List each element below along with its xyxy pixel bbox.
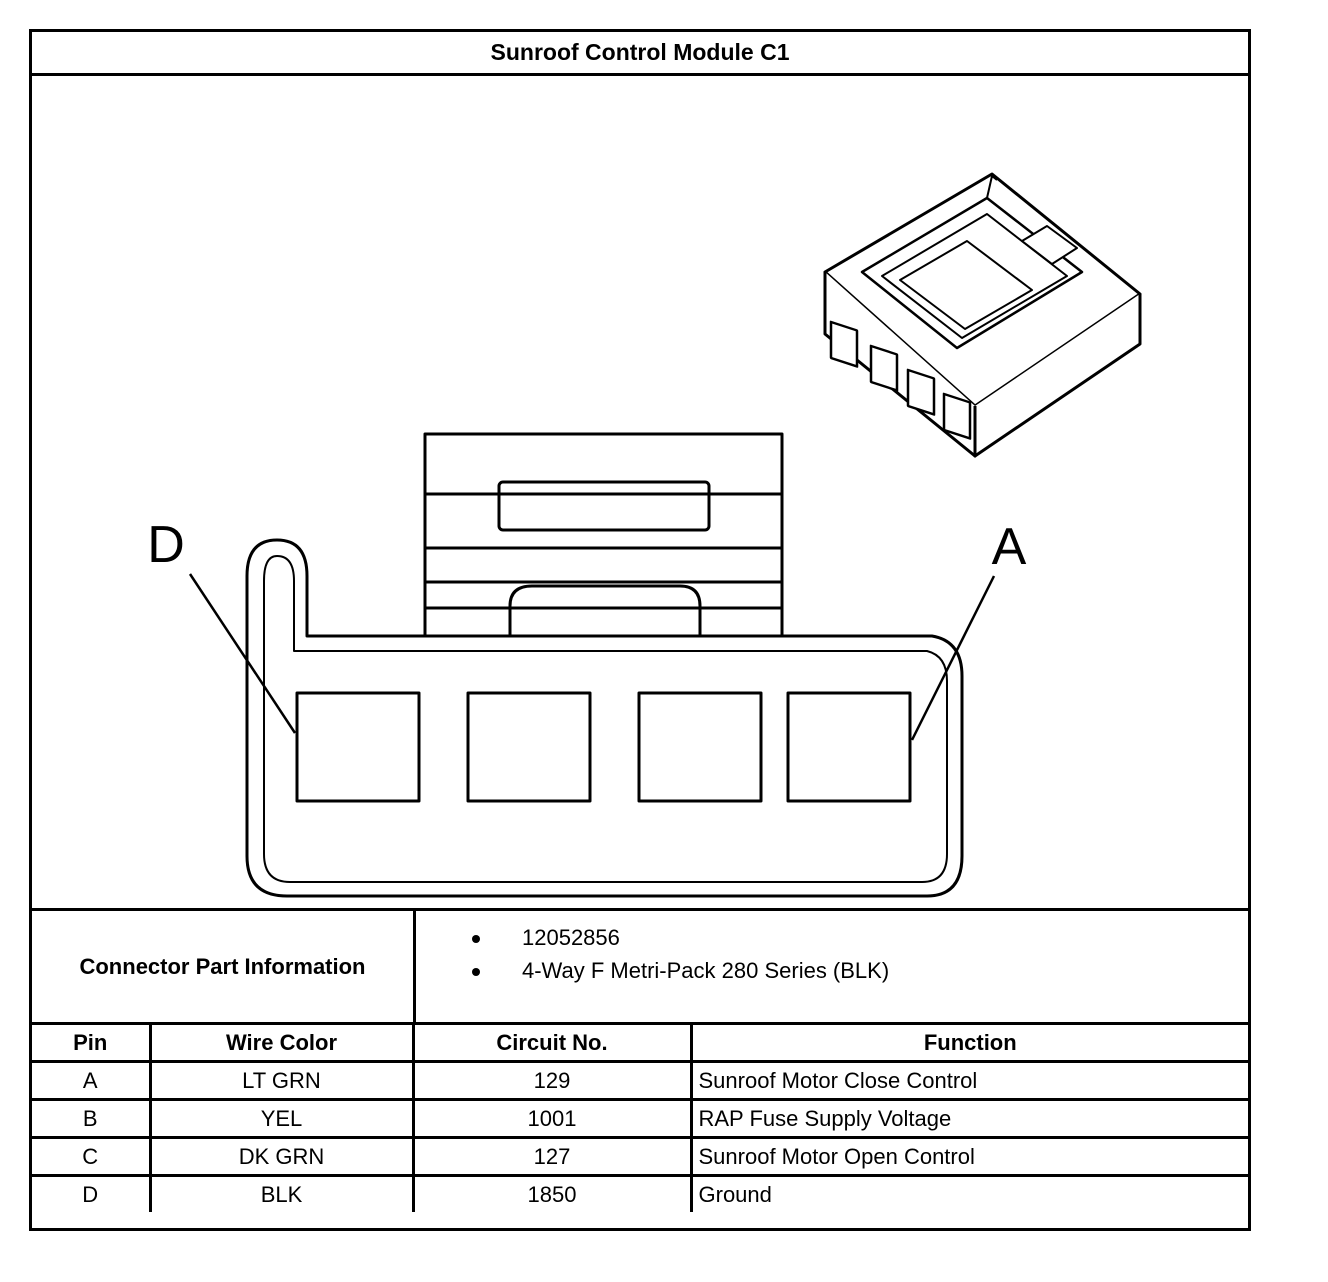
cell-circuit: 1850 — [411, 1174, 693, 1212]
latch-tab — [508, 584, 702, 636]
connector-3d-view — [823, 172, 1142, 458]
header-function: Function — [689, 1025, 1248, 1063]
table-row: A LT GRN 129 Sunroof Motor Close Control — [32, 1060, 1248, 1101]
table-row: D BLK 1850 Ground — [32, 1174, 1248, 1212]
cavity-d — [295, 691, 421, 803]
connector-info-list: 12052856 4-Way F Metri-Pack 280 Series (… — [416, 911, 1248, 1034]
cavity-b — [637, 691, 763, 803]
cell-wire-color: BLK — [148, 1174, 415, 1212]
connector-drawing: D A — [147, 172, 1142, 898]
cell-circuit: 129 — [411, 1060, 693, 1101]
table-header-row: Pin Wire Color Circuit No. Function — [32, 1025, 1248, 1063]
connector-description: 4-Way F Metri-Pack 280 Series (BLK) — [522, 958, 890, 983]
table-row: B YEL 1001 RAP Fuse Supply Voltage — [32, 1098, 1248, 1139]
header-circuit-no: Circuit No. — [411, 1025, 693, 1063]
latch-window — [497, 480, 711, 532]
cell-function: RAP Fuse Supply Voltage — [689, 1098, 1248, 1139]
leader-line-d — [188, 573, 297, 734]
cell-wire-color: DK GRN — [148, 1136, 415, 1177]
cell-pin: D — [32, 1174, 152, 1212]
connector-info-label: Connector Part Information — [32, 911, 416, 1022]
leader-line-a — [910, 575, 996, 741]
cell-pin: B — [32, 1098, 152, 1139]
table-row: C DK GRN 127 Sunroof Motor Open Control — [32, 1136, 1248, 1177]
cell-pin: C — [32, 1136, 152, 1177]
cell-circuit: 1001 — [411, 1098, 693, 1139]
part-number: 12052856 — [522, 925, 620, 950]
cell-pin: A — [32, 1060, 152, 1101]
list-item: 12052856 — [416, 923, 1248, 956]
cell-circuit: 127 — [411, 1136, 693, 1177]
cell-function: Sunroof Motor Open Control — [689, 1136, 1248, 1177]
bullet-icon — [472, 935, 480, 943]
cell-function: Ground — [689, 1174, 1248, 1212]
list-item: 4-Way F Metri-Pack 280 Series (BLK) — [416, 956, 1248, 989]
header-wire-color: Wire Color — [148, 1025, 415, 1063]
connector-part-info: Connector Part Information 12052856 4-Wa… — [32, 908, 1248, 1025]
pinout-table: Pin Wire Color Circuit No. Function A LT… — [32, 1025, 1248, 1212]
bullet-icon — [472, 968, 480, 976]
page-title: Sunroof Control Module C1 — [32, 32, 1248, 76]
connector-sheet: Sunroof Control Module C1 — [29, 29, 1251, 1231]
cell-wire-color: YEL — [148, 1098, 415, 1139]
connector-face-view — [188, 432, 996, 898]
latch-housing — [423, 432, 784, 496]
header-pin: Pin — [32, 1025, 152, 1063]
cavity-c — [466, 691, 592, 803]
connector-body — [245, 538, 964, 898]
connector-body-inner — [263, 555, 948, 883]
pin-label-a: A — [992, 518, 1027, 576]
cavity-a — [786, 691, 912, 803]
pin-label-d: D — [147, 516, 185, 574]
cell-function: Sunroof Motor Close Control — [689, 1060, 1248, 1101]
connector-diagram: D A — [32, 76, 1248, 908]
cell-wire-color: LT GRN — [148, 1060, 415, 1101]
